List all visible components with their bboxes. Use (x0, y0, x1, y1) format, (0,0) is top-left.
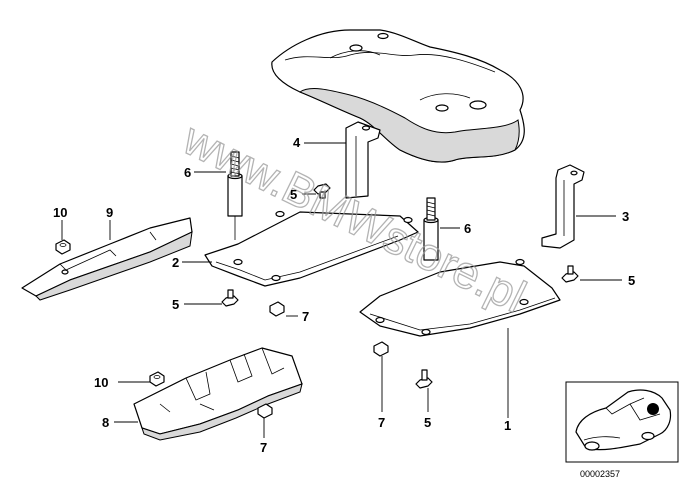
nut-part-7-a (269, 301, 285, 317)
stud-part-6-left (227, 151, 243, 240)
location-marker-icon (647, 403, 659, 415)
label-part-5-bottom: 5 (424, 415, 431, 430)
bolt-part-5-b (221, 289, 239, 307)
plate-part-1 (359, 258, 561, 337)
bolt-part-5-a (313, 183, 331, 199)
label-part-5-right: 5 (628, 273, 635, 288)
label-part-10-lower: 10 (94, 375, 108, 390)
label-part-5-top: 5 (290, 187, 297, 202)
label-part-3: 3 (622, 209, 629, 224)
label-part-5-left: 5 (172, 297, 179, 312)
label-part-7-a: 7 (302, 309, 309, 324)
nut-part-7-b (373, 341, 389, 357)
reference-number: 00002357 (580, 469, 620, 479)
cover-part-8 (133, 347, 303, 441)
plate-part-2 (204, 210, 419, 287)
label-part-9: 9 (106, 205, 113, 220)
label-part-7-c: 7 (260, 440, 267, 455)
label-part-7-b: 7 (378, 415, 385, 430)
bracket-part-4 (345, 121, 381, 199)
nut-part-10-upper (55, 239, 71, 255)
label-part-1: 1 (504, 418, 511, 433)
label-part-2: 2 (172, 255, 179, 270)
bolt-part-5-c (561, 265, 579, 283)
label-part-10-upper: 10 (53, 205, 67, 220)
leader-lines (61, 142, 622, 438)
bracket-part-3 (541, 164, 585, 249)
label-part-4: 4 (293, 135, 301, 150)
nut-part-7-c (257, 403, 273, 419)
label-part-6-left: 6 (184, 165, 191, 180)
fuel-tank (271, 29, 525, 163)
stud-part-6-right (423, 197, 439, 261)
car-location-thumbnail (565, 381, 679, 463)
label-part-8: 8 (102, 415, 109, 430)
label-part-6-right: 6 (464, 221, 471, 236)
nut-part-10-lower (149, 371, 165, 387)
cover-part-9 (21, 217, 193, 301)
bolt-part-5-d (415, 369, 433, 389)
